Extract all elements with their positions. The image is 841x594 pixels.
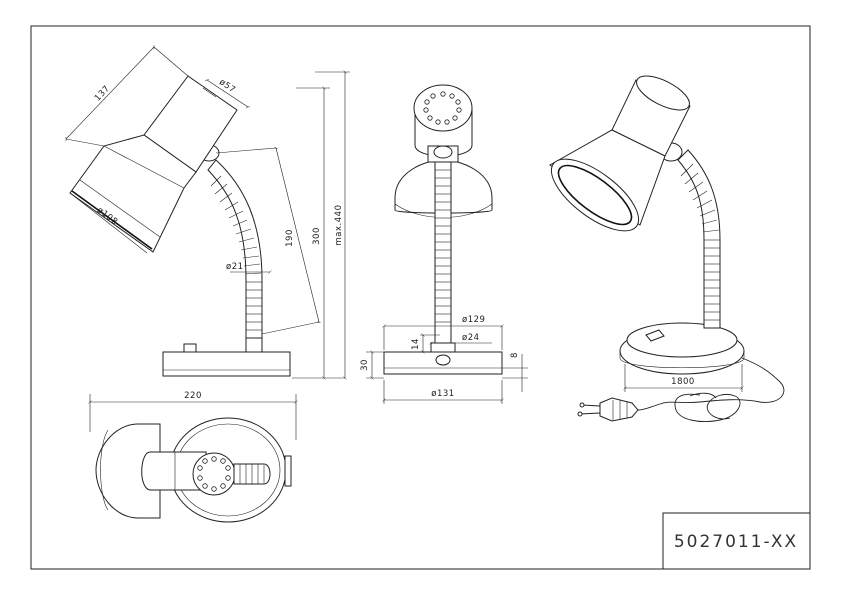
title-block: 5027011-XX [662,512,811,570]
dimension-label-cable-length: 1800 [671,377,695,387]
power-cable [637,357,785,411]
dimension-label-arm-length: 190 [285,229,295,247]
front-switch [435,354,451,366]
dimension-label-base-height: 30 [360,359,370,371]
vent-holes [423,91,462,125]
perspective-gooseneck [677,149,721,329]
top-base-edge [95,423,161,519]
dimension-label-max-height: max.440 [334,205,344,246]
dimension-label-base-top-diameter: ø129 [462,315,485,325]
dimension-label-stem-diameter: ø24 [462,333,480,343]
front-view-dimensions: ø129 ø24 14 30 8 ø131 [360,315,528,404]
dimension-label-depth: 220 [184,391,202,401]
front-view [383,84,503,375]
drawing-frame [30,25,811,570]
top-vent-holes [197,456,231,492]
dimension-label-base-diameter: ø131 [431,389,454,399]
top-view [95,417,292,523]
top-view-dimensions: 220 [90,391,296,440]
dimension-label-stem-height: 14 [411,338,421,350]
dimension-label-base-thickness: 8 [510,352,520,358]
front-gooseneck [434,161,452,344]
dimension-label-shade-length: 137 [93,84,112,104]
perspective-view [549,75,785,422]
top-shade [141,451,207,491]
side-base [162,351,291,377]
product-code: 5027011-XX [674,532,798,552]
side-gooseneck [207,159,263,339]
perspective-dimensions: 1800 [625,364,742,392]
dimension-label-arm-diameter: ø21 [226,262,244,272]
side-view [69,75,291,377]
dimension-label-head-diameter: ø57 [217,77,237,95]
power-plug [599,397,639,422]
side-switch [183,343,197,353]
dimension-label-height: 300 [312,227,322,245]
